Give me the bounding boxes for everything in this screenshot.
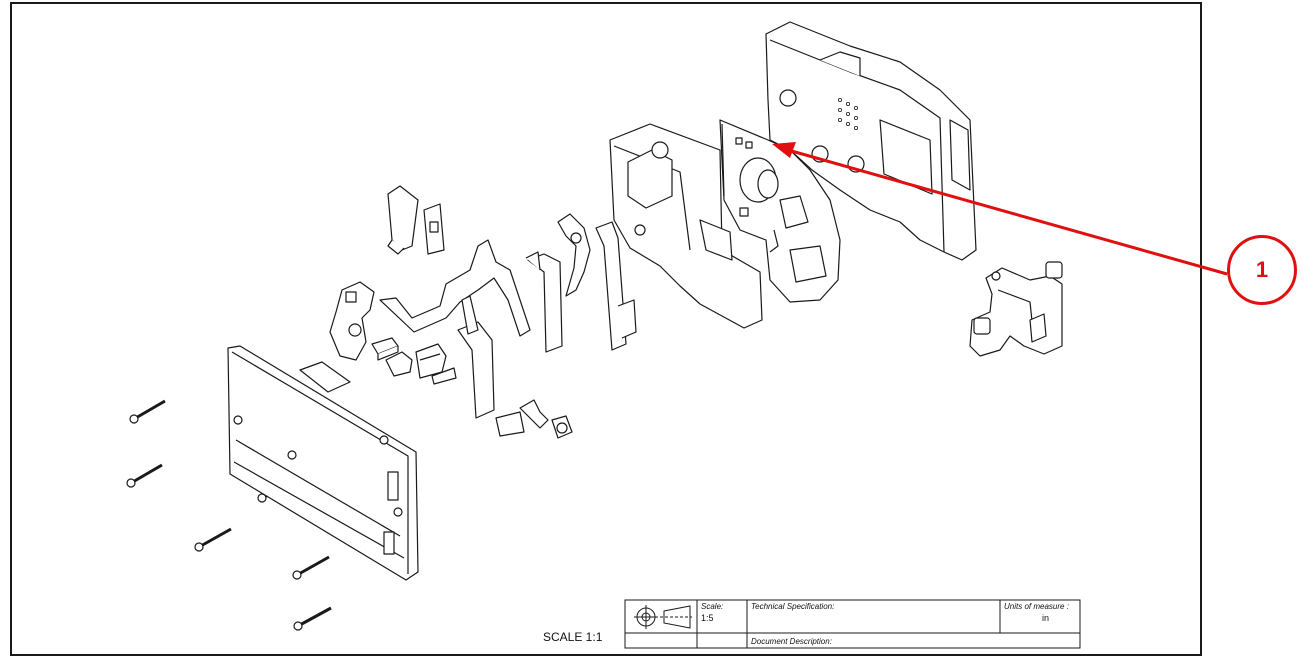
scale-note: SCALE 1:1	[543, 630, 603, 644]
lever-arm	[329, 281, 375, 361]
contact-plate-small	[423, 203, 445, 255]
trip-slider	[457, 295, 525, 437]
pin-5	[292, 555, 330, 580]
callout-marker: 1	[1227, 235, 1297, 305]
contact-strip-b	[595, 221, 637, 351]
document-description-label: Document Description:	[751, 637, 832, 646]
callout-number: 1	[1255, 257, 1269, 282]
bent-contact-wire	[379, 239, 531, 337]
pin-1	[129, 399, 166, 424]
scale-label: Scale:	[701, 602, 724, 611]
technical-spec-label: Technical Specification:	[751, 602, 835, 611]
spring-hook	[557, 213, 591, 297]
connector-clip	[415, 343, 457, 385]
small-bracket	[519, 399, 573, 439]
units-label: Units of measure :	[1004, 602, 1069, 611]
spring-clip-top	[387, 185, 419, 255]
center-housing	[609, 123, 763, 329]
scale-value: 1:5	[701, 613, 714, 623]
title-block-frame	[624, 599, 1081, 649]
pin-4	[194, 527, 232, 552]
projection-symbol-icon	[634, 605, 692, 629]
pin-6	[293, 606, 332, 631]
front-housing-plate	[227, 345, 419, 581]
contact-strip-a	[525, 251, 563, 353]
terminal-block	[969, 261, 1063, 357]
small-block-a	[371, 337, 399, 361]
electronic-module-pcb	[719, 119, 841, 303]
units-value: in	[1042, 613, 1050, 623]
callout-arrow	[772, 142, 1228, 276]
small-block-b	[385, 351, 413, 377]
pin-2	[126, 463, 163, 488]
